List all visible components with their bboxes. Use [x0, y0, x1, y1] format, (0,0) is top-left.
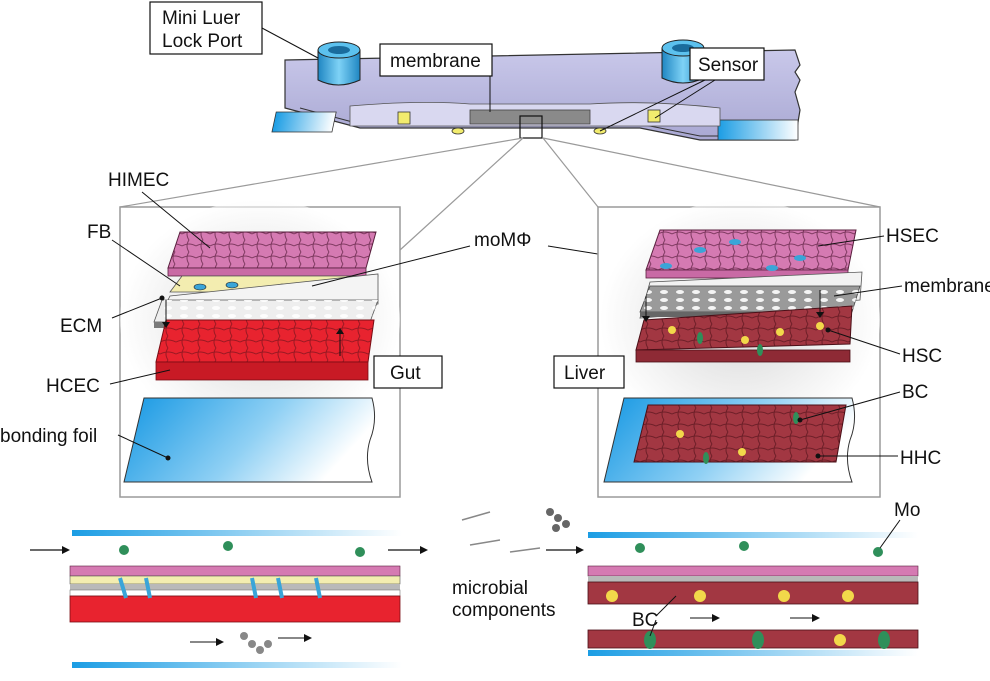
microbial-components: microbial components [452, 508, 584, 621]
zoom-region-box [519, 115, 543, 139]
chip-membrane-label: membrane [390, 51, 481, 72]
label-bc: BC [902, 382, 928, 403]
bottom-liver-cross-section: BC Mo [587, 500, 920, 656]
gut-title: Gut [390, 363, 421, 384]
membrane-label-box [379, 43, 493, 77]
liver-title-box [553, 355, 625, 389]
bottom-gut-cross-section [30, 530, 428, 668]
liver-membrane-layer [639, 271, 863, 319]
label-hsc: HSC [902, 346, 942, 367]
label-bonding-foil: bonding foil [0, 426, 97, 447]
liver-hsec-layer [645, 229, 857, 279]
port-label-box [149, 1, 263, 55]
label-ecm: ECM [60, 316, 102, 337]
label-membrane-liver: membrane [904, 276, 990, 297]
liver-panel: Liver [553, 200, 881, 498]
microbial-label-line1: microbial [452, 578, 528, 599]
sensor-label-box [689, 47, 765, 81]
gut-himec-layer [167, 231, 377, 277]
label-hhc: HHC [900, 448, 941, 469]
microbial-label-line2: components [452, 600, 556, 621]
bottom-label-mo: Mo [894, 500, 920, 521]
liver-title: Liver [564, 363, 606, 384]
liver-hhc-layer [603, 397, 856, 483]
liver-hsc-layer [635, 305, 853, 363]
chip-device: Mini Luer Lock Port membrane Sensor [149, 1, 801, 141]
port-label-line1: Mini Luer [162, 8, 241, 29]
label-hcec: HCEC [46, 376, 100, 397]
label-hsec: HSEC [886, 226, 939, 247]
gut-title-box [373, 355, 443, 389]
bottom-label-bc: BC [632, 610, 658, 631]
label-momphi: moMΦ [474, 230, 531, 251]
label-fb: FB [87, 222, 111, 243]
gut-bonding-foil [123, 397, 376, 483]
gut-hcec-layer [155, 319, 375, 381]
gut-panel: Gut [119, 200, 443, 498]
port-label-line2: Lock Port [162, 31, 243, 52]
luer-port-left [317, 41, 361, 86]
label-himec: HIMEC [108, 170, 169, 191]
sensor-label: Sensor [698, 55, 759, 76]
